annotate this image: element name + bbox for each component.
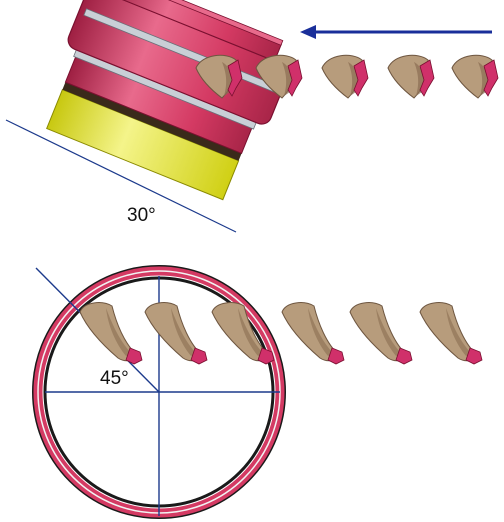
outer-ring (32, 265, 286, 519)
bird-shape (281, 302, 345, 365)
base-line (5, 119, 237, 233)
tilted-pipe (46, 0, 289, 201)
bird-shape (419, 302, 483, 365)
angle-label-30: 30° (127, 205, 156, 226)
bird-shape (79, 302, 143, 365)
bird-shape (349, 302, 413, 365)
bottom-view (32, 265, 483, 519)
bird-shape (144, 302, 208, 365)
bird-shape (387, 54, 435, 99)
angle-label-45: 45° (100, 368, 129, 389)
left-arrow-icon (300, 25, 492, 39)
top-view (5, 0, 499, 233)
bird-shape (451, 54, 499, 99)
bird-shape (321, 54, 369, 99)
